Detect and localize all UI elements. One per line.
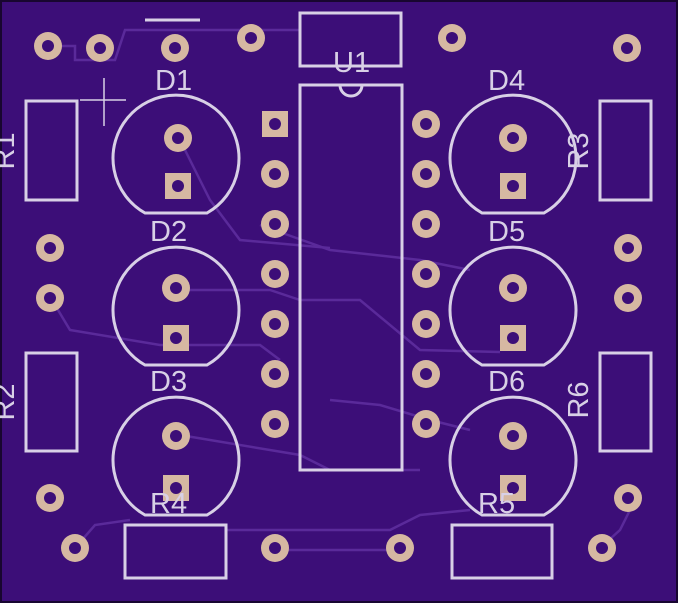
label-r5: R5 xyxy=(478,488,515,520)
drill-hole xyxy=(420,168,432,180)
drill-hole xyxy=(394,542,406,554)
label-r3: R3 xyxy=(563,132,595,169)
drill-hole xyxy=(622,242,634,254)
pads xyxy=(34,24,642,562)
drill-hole xyxy=(596,542,608,554)
drill-hole xyxy=(170,482,182,494)
drill-hole xyxy=(269,542,281,554)
drill-hole xyxy=(420,218,432,230)
silkscreen-labels: U1 D1 D2 D3 D4 D5 D6 R4 R5 R1 R2 R3 R6 xyxy=(0,47,595,520)
drill-hole xyxy=(269,168,281,180)
drill-hole xyxy=(269,368,281,380)
d1-outline xyxy=(111,93,241,215)
connector-outline xyxy=(298,11,403,68)
trace xyxy=(50,299,281,361)
r2-outline xyxy=(24,351,79,453)
trace xyxy=(259,223,471,272)
drill-hole xyxy=(269,218,281,230)
drill-hole xyxy=(507,430,519,442)
drill-hole xyxy=(170,430,182,442)
drill-hole xyxy=(42,40,54,52)
drill-hole xyxy=(169,42,181,54)
drill-hole xyxy=(69,542,81,554)
trace xyxy=(225,508,471,532)
drill-hole xyxy=(420,268,432,280)
trace xyxy=(329,398,471,432)
label-d5: D5 xyxy=(488,216,525,248)
drill-hole xyxy=(269,318,281,330)
drill-hole xyxy=(507,282,519,294)
r6-outline xyxy=(598,351,653,453)
ic-u1-outline xyxy=(298,83,404,472)
drill-hole xyxy=(507,180,519,192)
label-d6: D6 xyxy=(488,366,525,398)
label-d1: D1 xyxy=(155,65,192,97)
label-r4: R4 xyxy=(150,488,187,520)
drill-hole xyxy=(172,132,184,144)
d4-outline xyxy=(448,93,578,215)
label-d2: D2 xyxy=(150,216,187,248)
r4-outline xyxy=(123,523,228,580)
r5-outline xyxy=(450,523,554,580)
silkscreen xyxy=(24,11,653,580)
r1-outline xyxy=(24,99,79,202)
drill-hole xyxy=(44,242,56,254)
label-d3: D3 xyxy=(150,366,187,398)
d2-outline xyxy=(111,245,241,367)
d5-outline xyxy=(448,245,578,367)
label-d4: D4 xyxy=(488,65,525,97)
drill-hole xyxy=(172,180,184,192)
drill-hole xyxy=(621,42,633,54)
r3-outline xyxy=(598,99,653,202)
drill-hole xyxy=(269,418,281,430)
drill-hole xyxy=(170,282,182,294)
drill-hole xyxy=(170,332,182,344)
drill-hole xyxy=(420,318,432,330)
drill-hole xyxy=(507,132,519,144)
drill-hole xyxy=(420,118,432,130)
drill-hole xyxy=(94,42,106,54)
label-r1: R1 xyxy=(0,132,21,169)
trace xyxy=(178,139,331,250)
drill-hole xyxy=(269,268,281,280)
d6-outline xyxy=(448,395,578,517)
label-u1: U1 xyxy=(333,47,370,79)
drill-hole xyxy=(622,292,634,304)
drill-hole xyxy=(507,482,519,494)
label-r2: R2 xyxy=(0,383,21,420)
drill-hole xyxy=(44,492,56,504)
drill-hole xyxy=(44,292,56,304)
trace xyxy=(175,288,501,354)
drill-hole xyxy=(446,32,458,44)
ic-u1-notch xyxy=(338,84,364,98)
drill-hole xyxy=(420,418,432,430)
drill-hole xyxy=(622,492,634,504)
d3-outline xyxy=(111,395,241,517)
drill-hole xyxy=(245,32,257,44)
drill-hole xyxy=(269,118,281,130)
label-r6: R6 xyxy=(563,381,595,418)
drill-hole xyxy=(507,332,519,344)
drill-hole xyxy=(420,368,432,380)
